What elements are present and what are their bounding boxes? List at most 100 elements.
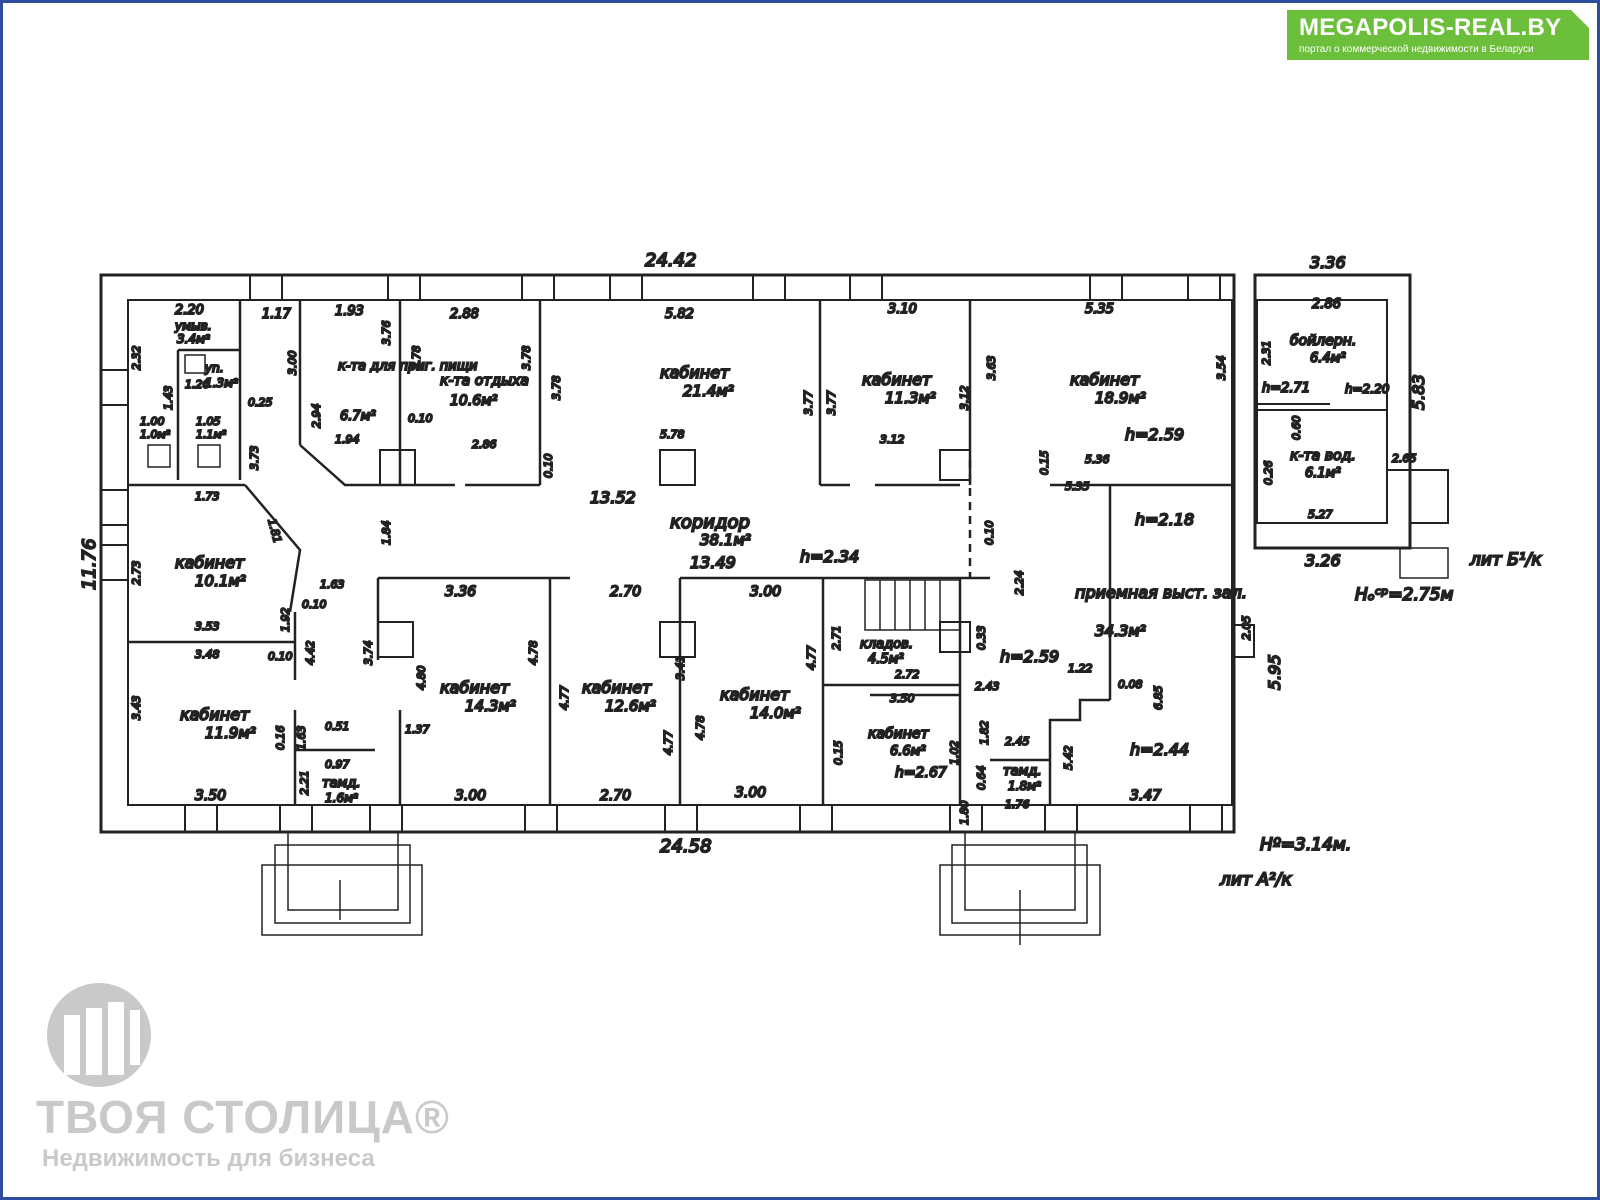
dim-misc: 4.78	[527, 641, 540, 666]
height-label: h=2.34	[800, 547, 859, 566]
svg-text:1.0м²: 1.0м²	[140, 428, 171, 441]
dim-misc: 1.80	[958, 801, 971, 826]
banner-corner	[1571, 10, 1589, 28]
dim-misc: 1.02	[948, 741, 961, 766]
lower-segment-dims: 3.36 2.70 3.00 3.50 3.00 2.70 3.00 3.47	[194, 583, 1162, 805]
room-water: к-та вод.6.1м²	[1289, 447, 1357, 482]
dim-misc: 2.73	[130, 561, 143, 586]
watermark-name: ТВОЯ СТОЛИЦА®	[36, 1091, 450, 1143]
watermark-building-icon	[47, 983, 151, 1087]
svg-text:11.9м²: 11.9м²	[205, 724, 256, 742]
dim-misc: 2.05	[1240, 616, 1253, 641]
dim-misc: 5.36	[1085, 453, 1110, 466]
dim-misc: 2.43	[975, 680, 1000, 693]
dim-seg: 3.00	[750, 584, 781, 600]
dim-misc: 1.84	[380, 521, 393, 546]
svg-text:умыв.: умыв.	[174, 319, 212, 333]
dim-misc: 1.73	[195, 490, 220, 503]
dim-misc: 3.43	[130, 696, 143, 721]
dim-misc: 0.15	[1038, 451, 1051, 476]
dim-seg: 1.93	[335, 304, 364, 319]
dim-annex-bottom: 3.26	[1305, 551, 1341, 570]
dim-misc: 0.10	[268, 650, 293, 663]
dim-misc: 4.42	[304, 641, 317, 666]
dim-misc: 0.10	[542, 454, 555, 479]
dim-misc: 2.21	[298, 771, 311, 796]
svg-text:кабинет: кабинет	[720, 685, 790, 704]
height-label: h=2.44	[1130, 740, 1189, 759]
tvoya-stolitsa-watermark: ТВОЯ СТОЛИЦА® Недвижимость для бизнеса	[34, 980, 449, 1172]
height-label: h=2.18	[1135, 510, 1194, 529]
megapolis-brand-banner[interactable]: MEGAPOLIS-REAL.BY портал о коммерческой …	[1287, 10, 1589, 60]
dim-misc: 0.25	[248, 396, 273, 409]
dim-misc: 2.24	[1013, 571, 1026, 596]
plan-notes: лит Б¹/к Hₒᶜᵖ=2.75м Hº=3.14м. лит А²/к	[1218, 549, 1543, 891]
room-vestibule-right: тамд.1.8м²	[1002, 763, 1042, 794]
svg-text:кабинет: кабинет	[180, 705, 250, 724]
dim-misc: 3.54	[1215, 356, 1228, 381]
dim-misc: 3.63	[985, 356, 998, 381]
dim-misc: 4.77	[662, 731, 675, 756]
dim-seg: 2.70	[610, 584, 641, 600]
dim-seg: 2.86	[1312, 297, 1341, 312]
height-label: h=2.20	[1345, 382, 1390, 396]
dim-misc: 1.63	[320, 578, 345, 591]
dim-misc: 1.92	[279, 608, 292, 633]
dim-misc: 0.33	[975, 626, 988, 651]
dim-misc: 2.71	[830, 626, 843, 651]
dim-misc: 3.73	[248, 446, 261, 471]
dim-seg: 3.50	[195, 788, 226, 804]
svg-text:12.6м²: 12.6м²	[605, 697, 656, 715]
dim-left-total: 11.76	[79, 538, 100, 590]
note-h0: Hº=3.14м.	[1260, 835, 1351, 855]
dim-misc: 4.80	[415, 666, 428, 691]
dim-seg: 3.47	[1130, 788, 1161, 804]
height-label: h=2.59	[1125, 425, 1184, 444]
height-labels: h=2.59 h=2.18 h=2.34 h=2.59 h=2.67 h=2.4…	[799, 380, 1391, 782]
svg-text:кабинет: кабинет	[868, 726, 930, 742]
dim-top-total: 24.42	[645, 250, 697, 271]
dim-misc: 3.12	[958, 386, 971, 411]
svg-text:приемная выст. зал.: приемная выст. зал.	[1075, 583, 1247, 602]
dim-misc: 0.10	[302, 598, 327, 611]
svg-text:21.4м²: 21.4м²	[683, 382, 734, 400]
svg-text:тамд.: тамд.	[322, 776, 360, 791]
dim-misc: 2.32	[130, 346, 143, 371]
dim-misc: 3.78	[550, 376, 563, 401]
dim-misc: 3.78	[520, 346, 533, 371]
dim-annex-right: 5.83	[1409, 374, 1428, 410]
svg-text:коридор: коридор	[670, 512, 750, 533]
dim-seg: 5.82	[665, 307, 694, 322]
svg-text:6.7м²: 6.7м²	[340, 409, 376, 424]
svg-text:к-та для приг. пищи: к-та для приг. пищи	[338, 359, 477, 374]
note-lit-b: лит Б¹/к	[1469, 550, 1542, 570]
svg-text:к-та вод.: к-та вод.	[1290, 448, 1356, 464]
brand-name: MEGAPOLIS-REAL.BY	[1299, 14, 1562, 41]
dim-misc: 1.22	[1068, 662, 1093, 675]
dim-seg: 2.88	[450, 307, 479, 322]
dim-annex-top: 3.36	[1310, 253, 1346, 272]
svg-text:18.9м²: 18.9м²	[1095, 389, 1146, 407]
dim-seg: 1.17	[262, 307, 292, 322]
svg-text:к-та отдыха: к-та отдыха	[440, 373, 529, 389]
dim-misc: 1.26	[185, 378, 210, 391]
room-kitchen: к-та для приг. пищи 6.7м²	[337, 358, 478, 425]
dim-misc: 3.12	[880, 433, 905, 446]
svg-text:тамд.: тамд.	[1003, 764, 1041, 779]
svg-text:1.3м²: 1.3м²	[205, 376, 238, 390]
dim-misc: 3.53	[195, 620, 220, 633]
dim-misc: 3.78	[410, 346, 423, 371]
dim-misc: 1.81	[265, 517, 284, 544]
dim-misc: 3.00	[286, 351, 299, 376]
top-segment-dims: 2.20 1.17 1.93 2.88 5.82 3.10 5.35 2.86	[174, 296, 1342, 323]
room-wc-a: 1.0м²	[139, 427, 172, 442]
